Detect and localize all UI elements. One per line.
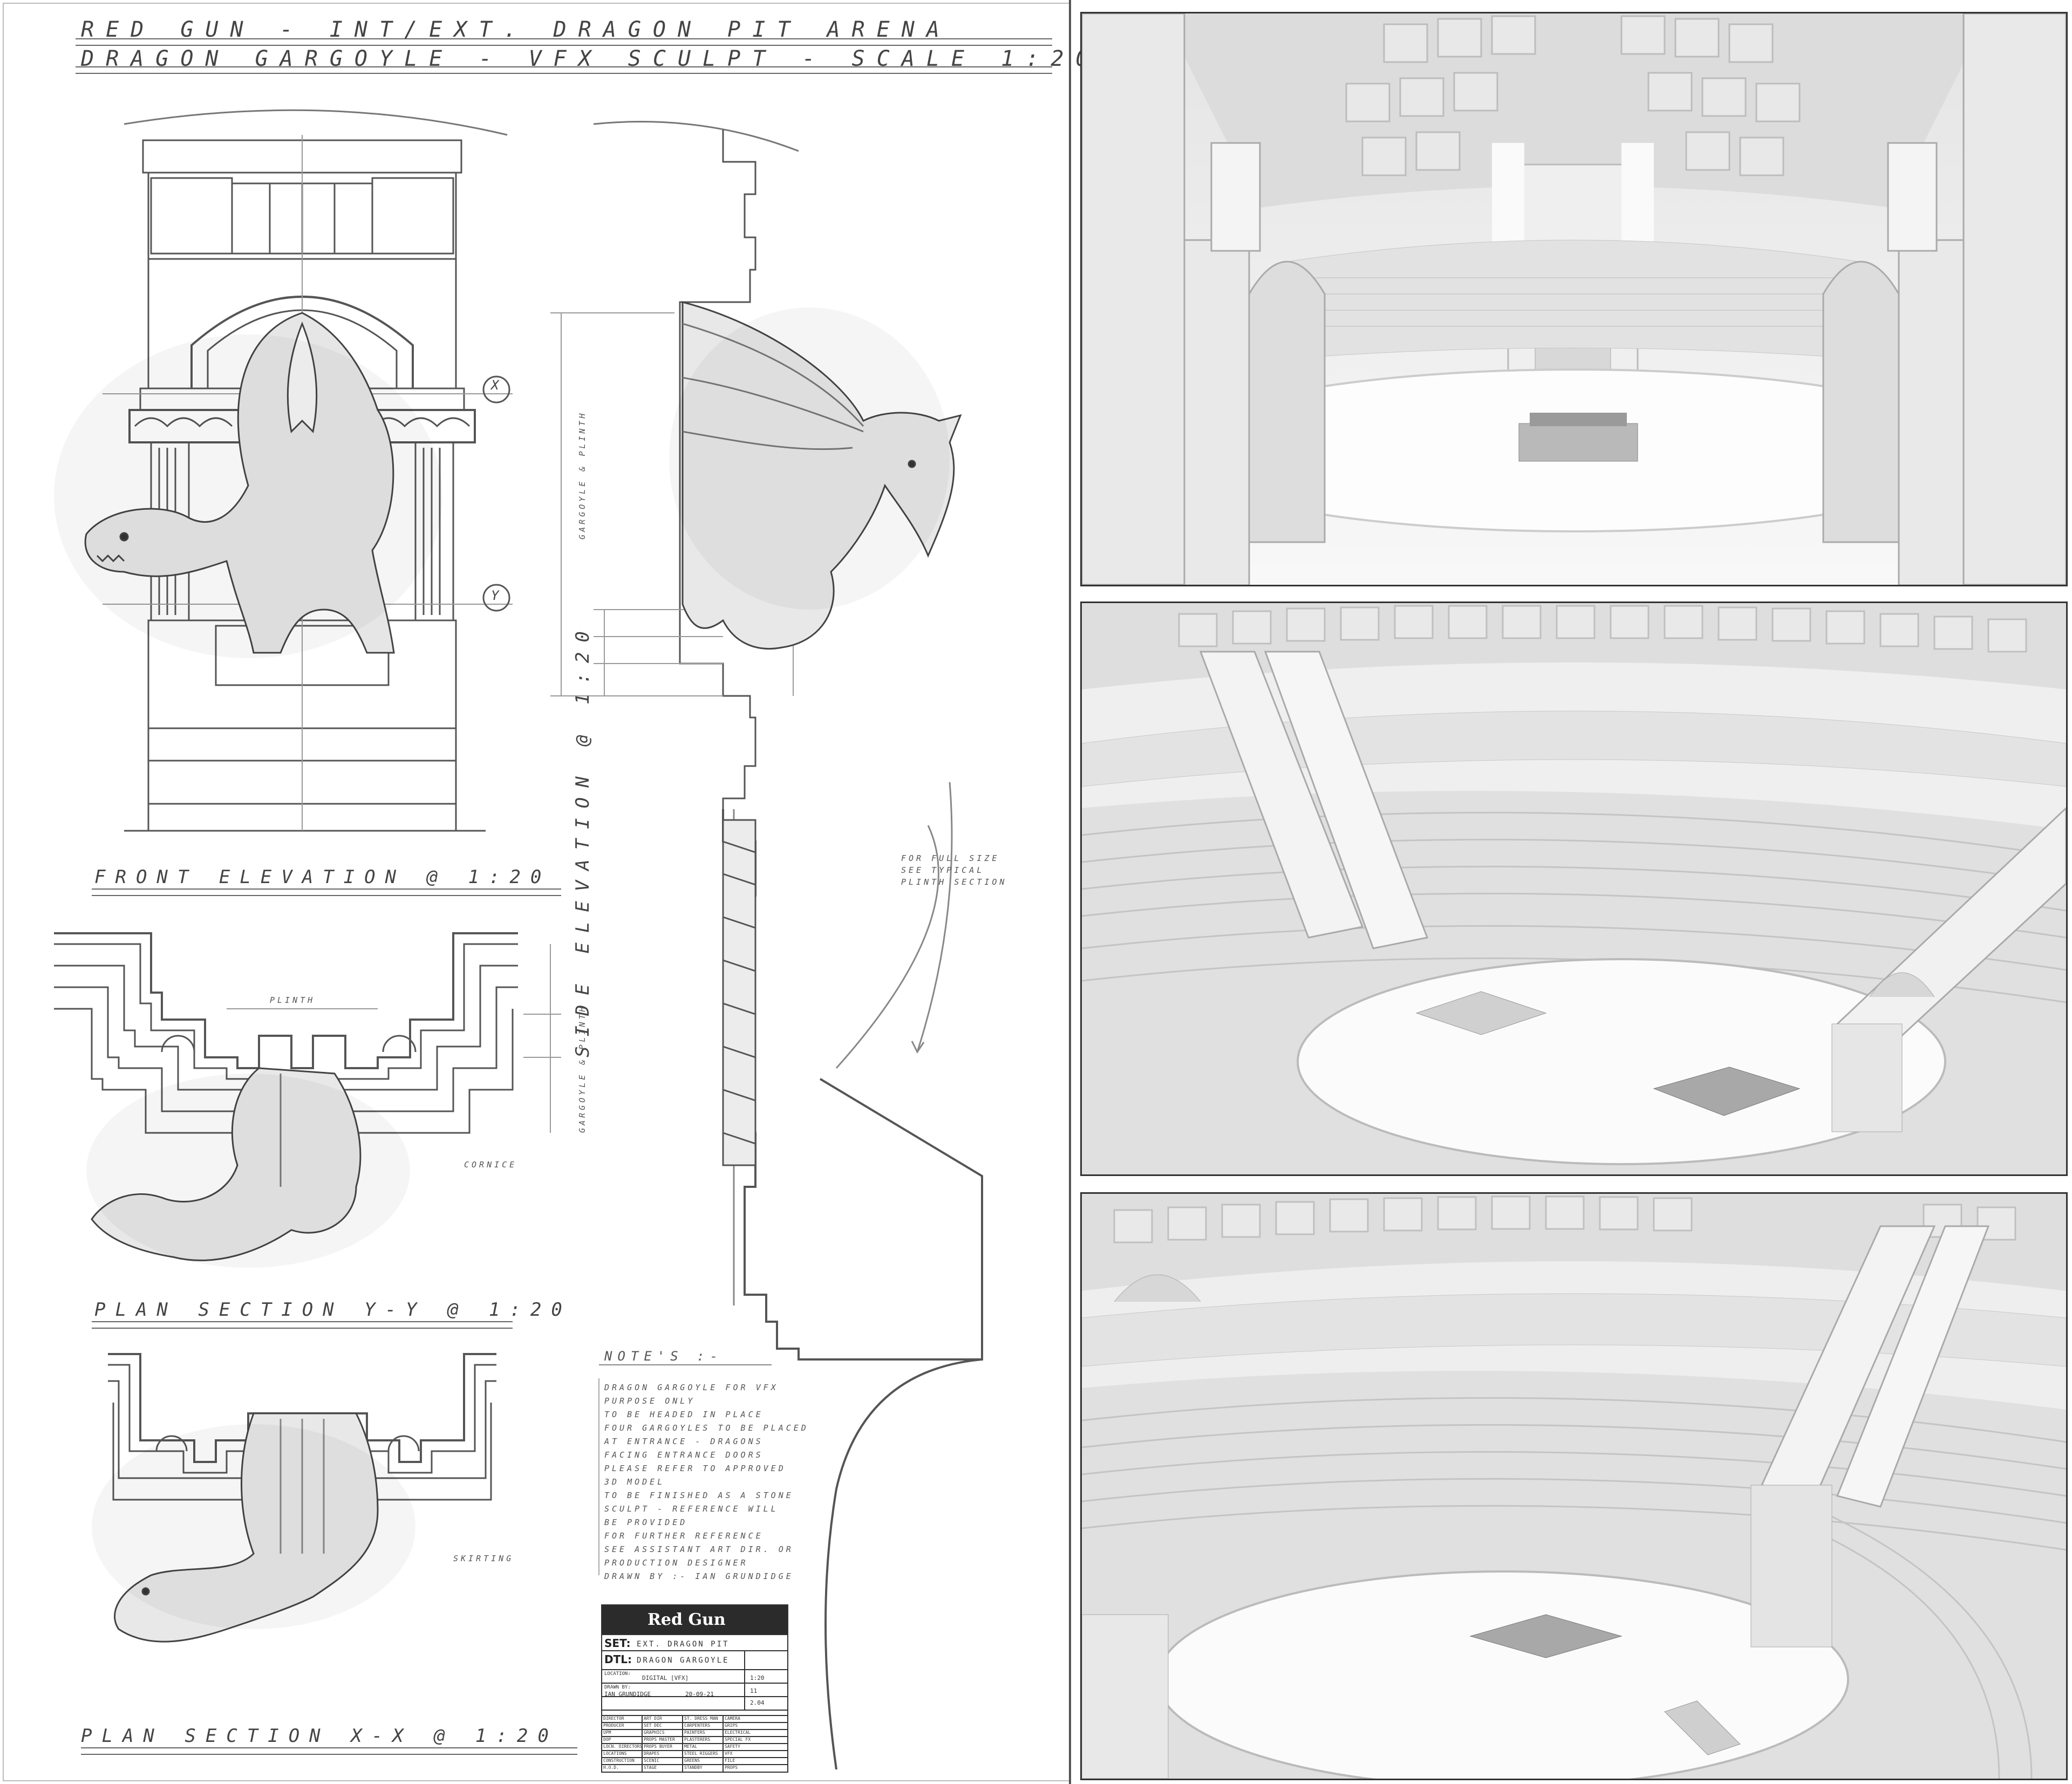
dragon-plan-yy-sketch (91, 1067, 362, 1261)
title-block-frame (601, 1604, 788, 1773)
title-block-dept-cell: UPM (603, 1730, 611, 1735)
note-line: FOR FURTHER REFERENCE (604, 1531, 764, 1541)
arena-render-eye-level (1082, 13, 2066, 585)
title-block-sheet-no: 11 (750, 1687, 758, 1694)
dim-skirting: SKIRTING (453, 1554, 514, 1563)
title-block-set-value: EXT. DRAGON PIT (637, 1640, 730, 1649)
title-block-drawn-by-value: IAN GRUNDIDGE (604, 1691, 651, 1698)
title-block-dept-cell: SET DEC (644, 1723, 662, 1728)
title-block-scale: 1:20 (750, 1674, 765, 1682)
note-line: DRAWN BY :- IAN GRUNDIDGE (604, 1571, 794, 1581)
plan-section-yy (54, 932, 561, 1134)
title-block-dept-cell: PROPS MASTER (644, 1737, 675, 1742)
note-line: AT ENTRANCE - DRAGONS (604, 1437, 764, 1446)
title-block-rev: 2.04 (750, 1699, 765, 1706)
title-block-dept-cell: LOCN. DIRECTORS (603, 1744, 643, 1749)
title-block-dept-cell: DRAPES (644, 1751, 659, 1756)
title-block-dept-cell: VFX (725, 1751, 733, 1756)
render-panel-2 (1080, 601, 2068, 1176)
title-block-location-value: DIGITAL [VFX] (642, 1674, 689, 1682)
title-block-dept-cell: GREENS (684, 1758, 700, 1763)
blueprint-drawing (3, 0, 1071, 1784)
title-block-drawn-by-key: DRAWN BY: (604, 1685, 631, 1690)
render-panel-1 (1080, 12, 2068, 586)
title-block-dept-cell: SCENIC (644, 1758, 659, 1763)
note-line: TO BE FINISHED AS A STONE (604, 1491, 794, 1500)
title-block-dept-cell: STAGE (644, 1765, 657, 1770)
title-block-dept-cell: DIRECTOR (603, 1716, 624, 1721)
title-block-location-key: LOCATION: (604, 1671, 631, 1677)
title-block-dept-cell: ST. DRESS MAN (684, 1716, 718, 1721)
title-block-dept-cell: PROPS (725, 1765, 738, 1770)
note-line: FOUR GARGOYLES TO BE PLACED (604, 1423, 809, 1433)
front-elevation-label: FRONT ELEVATION @ 1:20 (94, 866, 551, 888)
title-block-dept-cell: DOP (603, 1737, 611, 1742)
render-panel-3 (1080, 1192, 2068, 1780)
dim-cornice: CORNICE (464, 1160, 517, 1170)
title-block-dept-cell: ELECTRICAL (725, 1730, 751, 1735)
plan-section-xx-label: PLAN SECTION X-X @ 1:20 (81, 1725, 558, 1747)
title-block-dept-cell: ART DIR (644, 1716, 662, 1721)
title-block-dtl-value: DRAGON GARGOYLE (637, 1656, 730, 1665)
title-block-dept-cell: GRIPS (725, 1723, 738, 1728)
sheet-title-line-2: DRAGON GARGOYLE - VFX SCULPT - SCALE 1:2… (81, 46, 1274, 71)
sheet-title-line-1: RED GUN - INT/EXT. DRAGON PIT ARENA (81, 17, 951, 42)
title-block-date: 20-09-21 (685, 1691, 714, 1698)
arena-render-elevated-2 (1082, 1194, 2066, 1779)
title-block-dept-cell: SPECIAL FX (725, 1737, 751, 1742)
note-line: PLEASE REFER TO APPROVED (604, 1464, 786, 1473)
note-line: 3D MODEL (604, 1477, 665, 1487)
title-block-dept-cell: H.O.D. (603, 1765, 619, 1770)
title-block-dept-cell: PLASTERERS (684, 1737, 711, 1742)
note-line: SCULPT - REFERENCE WILL (604, 1504, 779, 1514)
title-block-dept-cell: CAMERA (725, 1716, 740, 1721)
title-block-dept-cell: GRAPHICS (644, 1730, 665, 1735)
title-block-dept-cell: CONSTRUCTION (603, 1758, 635, 1763)
notes-list: DRAGON GARGOYLE FOR VFX PURPOSE ONLY TO … (604, 1381, 809, 1583)
title-block-dept-cell: PRODUCER (603, 1723, 624, 1728)
note-line: FACING ENTRANCE DOORS (604, 1450, 764, 1460)
note-line: TO BE HEADED IN PLACE (604, 1410, 764, 1419)
title-block-dept-cell: LOCATIONS (603, 1751, 627, 1756)
note-line: PURPOSE ONLY (604, 1396, 696, 1406)
note-line: PRODUCTION DESIGNER (604, 1558, 748, 1568)
title-block-dtl-key: DTL: (604, 1653, 632, 1666)
dim-gargoyle-plinth-plan: GARGOYLE & PLINTH (577, 1004, 587, 1133)
dragon-plan-xx-sketch (114, 1412, 379, 1643)
dragon-side-sketch (681, 301, 962, 650)
arena-render-elevated-1 (1082, 603, 2066, 1174)
section-marker-x: X (491, 378, 499, 393)
title-block-dept-cell: FILE (725, 1758, 735, 1763)
title-block-dept-cell: STANDBY (684, 1765, 703, 1770)
title-block-dept-cell: PAINTERS (684, 1730, 705, 1735)
side-elevation-label: SIDE ELEVATION @ 1:20 (572, 621, 594, 1057)
dragon-front-sketch (84, 312, 395, 654)
note-line: SEE ASSISTANT ART DIR. OR (604, 1544, 794, 1554)
dim-plinth: PLINTH (270, 995, 316, 1005)
note-line: BE PROVIDED (604, 1518, 688, 1527)
full-size-note: FOR FULL SIZE SEE TYPICAL PLINTH SECTION (901, 853, 1007, 887)
plan-section-yy-label: PLAN SECTION Y-Y @ 1:20 (94, 1299, 572, 1321)
title-block-logo: Red Gun (648, 1610, 726, 1629)
title-block-set-key: SET: (604, 1637, 631, 1650)
title-block-dept-cell: PROPS BUYER (644, 1744, 672, 1749)
title-block-dept-cell: STEEL RIGGERS (684, 1751, 718, 1756)
title-block-dept-cell: METAL (684, 1744, 698, 1749)
dim-gargoyle-plinth: GARGOYLE & PLINTH (577, 411, 587, 539)
title-block-dept-cell: SAFETY (725, 1744, 740, 1749)
notes-heading: NOTE'S :- (604, 1349, 724, 1364)
section-marker-y: Y (491, 588, 499, 603)
title-block-dept-cell: CARPENTERS (684, 1723, 711, 1728)
note-line: DRAGON GARGOYLE FOR VFX (604, 1383, 779, 1392)
